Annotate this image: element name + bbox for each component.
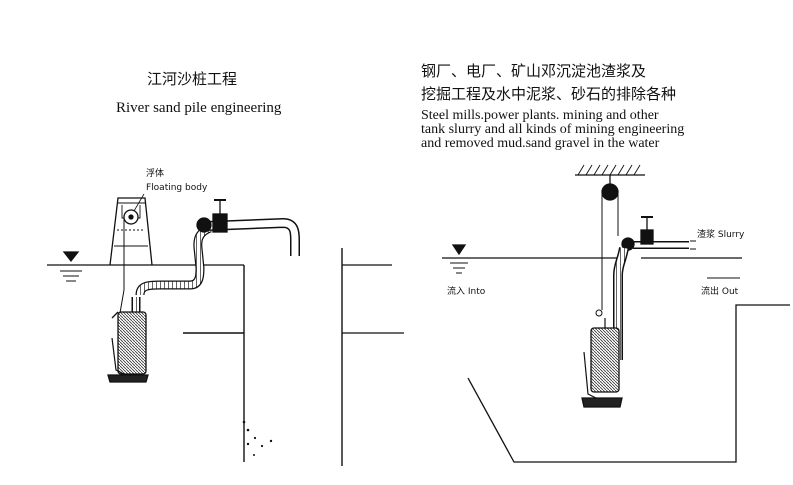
slurry-label: 渣浆 Slurry <box>697 230 745 240</box>
right-desc-line2: tank slurry and all kinds of mining engi… <box>421 122 685 137</box>
right-desc-line3: and removed mud.sand gravel in the water <box>421 136 660 151</box>
left-title-cn: 江河沙桩工程 <box>147 70 238 88</box>
floating-body <box>109 197 153 266</box>
right-valve-icon <box>640 229 654 245</box>
right-desc-line1: Steel mills.power plants. mining and oth… <box>421 108 659 123</box>
right-pulley-icon <box>601 183 619 201</box>
right-title-cn-line1: 钢厂、电厂、矿山邓沉淀池渣浆及 <box>421 62 647 80</box>
outflow-label: 流出 Out <box>701 287 739 297</box>
left-valve-icon <box>212 213 228 233</box>
left-diagram <box>47 193 300 462</box>
tank-outline <box>467 304 790 463</box>
right-water-level-icon <box>451 244 467 256</box>
gravel-dots <box>242 420 273 456</box>
right-diagram <box>442 164 790 463</box>
inflow-label: 流入 Into <box>447 287 486 297</box>
float-label-cn: 浮体 <box>146 169 165 179</box>
right-pump-icon <box>581 318 623 408</box>
right-title-cn-line2: 挖掘工程及水中泥浆、砂石的排除各种 <box>421 85 677 103</box>
left-pump-icon <box>107 297 149 383</box>
float-label-en: Floating body <box>146 183 208 193</box>
left-water-level-icon <box>62 251 80 263</box>
left-title-en: River sand pile engineering <box>116 100 282 116</box>
